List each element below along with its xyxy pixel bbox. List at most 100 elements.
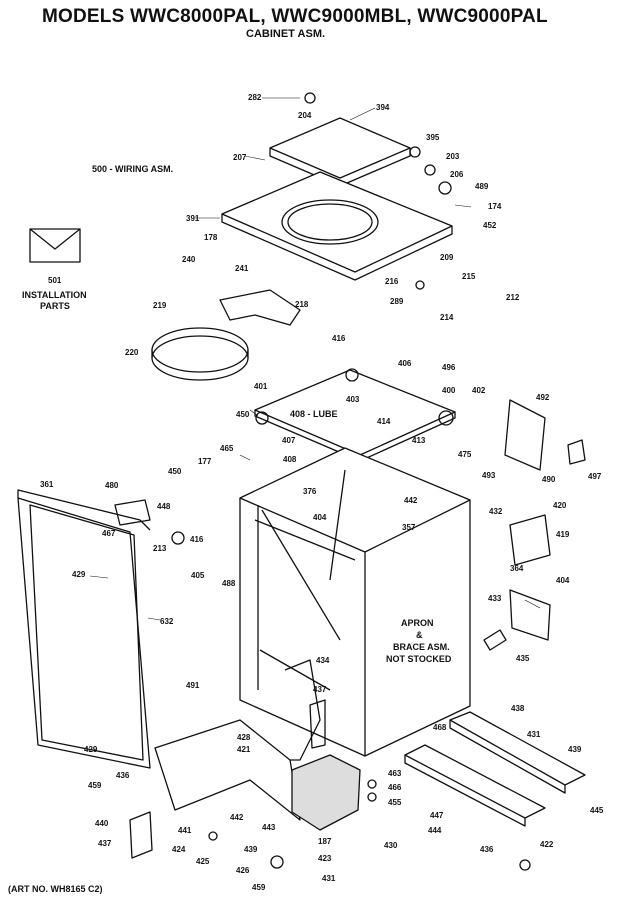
part-number-404: 404: [313, 513, 327, 522]
part-number-452: 452: [483, 221, 497, 230]
part-number-187: 436: [480, 845, 494, 854]
part-number-216: 216: [385, 277, 399, 286]
part-number-431: 436: [116, 771, 130, 780]
part-number-178: 178: [204, 233, 218, 242]
part-number-424: 423: [318, 854, 332, 863]
note-wiring-assembly: 500 - WIRING ASM.: [92, 164, 173, 174]
part-number-404-b: 433: [488, 594, 502, 603]
part-number-432: 432: [489, 507, 503, 516]
part-number-289: 289: [390, 297, 404, 306]
part-number-425: 459: [252, 883, 266, 892]
part-number-442-b: 455: [388, 798, 402, 807]
part-number-443: 430: [384, 841, 398, 850]
part-number-416: 416: [332, 334, 346, 343]
part-number-282: 282: [248, 93, 262, 102]
part-number-437: 428: [237, 733, 251, 742]
part-number-439-b: 425: [196, 857, 210, 866]
part-number-400: 400: [442, 386, 456, 395]
part-number-414: 414: [377, 417, 391, 426]
base-frame-drawing: [154, 719, 301, 821]
part-number-466: 364: [510, 564, 524, 573]
part-number-434-b: 437: [98, 839, 112, 848]
part-number-444: 443: [262, 823, 276, 832]
part-number-468: 429: [84, 745, 98, 754]
part-number-448: 448: [157, 502, 171, 511]
part-number-401: 401: [254, 382, 268, 391]
part-number-422: 439: [244, 845, 258, 854]
part-number-395: 395: [426, 133, 440, 142]
channel-drawing: [449, 711, 586, 786]
page-title: MODELS WWC8000PAL, WWC9000MBL, WWC9000PA…: [42, 6, 548, 27]
part-number-426: 431: [322, 874, 336, 883]
part-number-204: 204: [298, 111, 312, 120]
part-number-435: 491: [186, 681, 200, 690]
note-installation-number: 501: [48, 276, 62, 285]
part-number-438: 421: [237, 745, 251, 754]
part-number-496: 496: [442, 363, 456, 372]
part-number-206: 206: [450, 170, 464, 179]
page-subtitle: CABINET ASM.: [246, 28, 326, 40]
note-installation-line-1: INSTALLATION: [22, 290, 87, 300]
part-number-391: 391: [186, 214, 200, 223]
part-number-361: 361: [40, 480, 54, 489]
part-number-475: 475: [458, 450, 472, 459]
part-number-480: 480: [105, 481, 119, 490]
note-apron-2: &: [416, 630, 423, 640]
part-number-428: 468: [433, 723, 447, 732]
part-number-490: 490: [542, 475, 556, 484]
part-number-174: 174: [488, 202, 502, 211]
part-number-177: 177: [198, 457, 212, 466]
part-number-492: 492: [536, 393, 550, 402]
part-number-376: 376: [303, 487, 317, 496]
part-number-467: 467: [102, 529, 116, 538]
part-number-220: 220: [125, 348, 139, 357]
part-number-408: 408: [283, 455, 297, 464]
part-number-430: 422: [540, 840, 554, 849]
note-apron-1: APRON: [401, 618, 434, 628]
part-number-207: 207: [233, 153, 247, 162]
part-number-214: 214: [440, 313, 454, 322]
part-number-433: 434: [316, 656, 330, 665]
installation-envelope-drawing: [29, 228, 81, 263]
part-number-407: 407: [282, 436, 296, 445]
part-number-406: 406: [398, 359, 412, 368]
part-number-441: 187: [318, 837, 332, 846]
part-number-436: 463: [388, 769, 402, 778]
part-number-402: 402: [472, 386, 486, 395]
part-number-450: 450: [236, 410, 250, 419]
part-number-440: 466: [388, 783, 402, 792]
part-number-632: 435: [516, 654, 530, 663]
part-number-469: 429: [72, 570, 86, 579]
note-apron-4: NOT STOCKED: [386, 654, 452, 664]
part-number-419: 419: [556, 530, 570, 539]
front-panel-drawing: [17, 497, 151, 769]
part-number-212: 212: [506, 293, 520, 302]
part-number-429-b: 439: [568, 745, 582, 754]
part-number-421: 431: [527, 730, 541, 739]
part-number-213: 213: [153, 544, 167, 553]
part-number-447: 441: [178, 826, 192, 835]
part-number-215: 215: [462, 272, 476, 281]
part-number-434: 437: [313, 685, 327, 694]
part-number-420: 420: [553, 501, 567, 510]
part-number-493: 493: [482, 471, 496, 480]
part-number-459: 440: [95, 819, 109, 828]
part-number-497: 497: [588, 472, 602, 481]
part-number-241: 241: [235, 264, 249, 273]
part-number-445: 442: [230, 813, 244, 822]
part-number-394: 394: [376, 103, 390, 112]
part-number-203: 203: [446, 152, 460, 161]
part-number-489: 489: [475, 182, 489, 191]
part-number-429: 404: [556, 576, 570, 585]
part-number-403: 403: [346, 395, 360, 404]
part-number-413: 413: [412, 436, 426, 445]
part-number-463: 445: [590, 806, 604, 815]
part-number-423: 426: [236, 866, 250, 875]
note-lube: 408 - LUBE: [290, 409, 338, 419]
part-number-466-b: 447: [430, 811, 444, 820]
part-number-439: 459: [88, 781, 102, 790]
part-number-240: 240: [182, 255, 196, 264]
part-number-218: 218: [295, 300, 309, 309]
